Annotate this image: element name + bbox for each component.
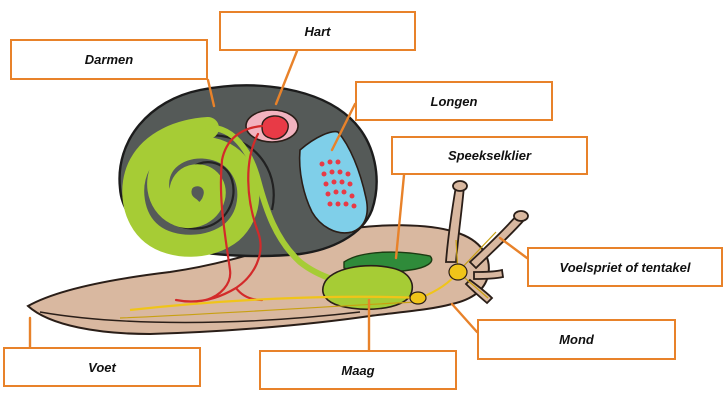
heart-organ	[246, 110, 298, 142]
label-hart: Hart	[219, 11, 416, 51]
leader-mond	[452, 304, 477, 332]
label-voet: Voet	[3, 347, 201, 387]
label-voelspriet: Voelspriet of tentakel	[527, 247, 723, 287]
leader-voelspriet	[500, 238, 527, 258]
label-darmen: Darmen	[10, 39, 208, 80]
tentacle-upper-right	[470, 214, 524, 268]
label-maag: Maag	[259, 350, 457, 390]
label-mond: Mond	[477, 319, 676, 360]
tentacle-lower-right	[474, 270, 503, 279]
label-longen: Longen	[355, 81, 553, 121]
label-speekselklier: Speekselklier	[391, 136, 588, 175]
